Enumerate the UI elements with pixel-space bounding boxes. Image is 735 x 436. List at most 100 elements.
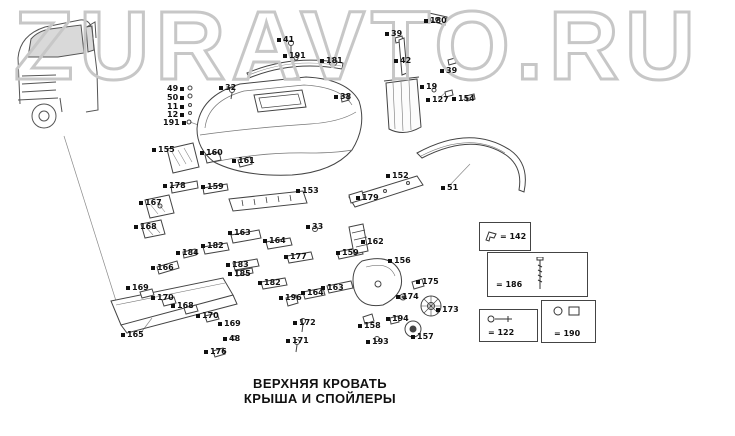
rivet-icon [487, 315, 512, 323]
part-number: 180 [430, 16, 447, 25]
part-number: 162 [367, 237, 384, 246]
part-label-41[interactable]: 41 [277, 36, 294, 44]
part-label-160[interactable]: 160 [200, 149, 223, 157]
part-label-156[interactable]: 156 [388, 257, 411, 265]
diagram-caption: ВЕРХНЯЯ КРОВАТЬ КРЫША И СПОЙЛЕРЫ [195, 376, 445, 406]
part-label-178[interactable]: 178 [163, 182, 186, 190]
front-trim-strip [246, 59, 344, 79]
part-label-51[interactable]: 51 [441, 184, 458, 192]
part-label-180[interactable]: 180 [424, 17, 447, 25]
part-label-49[interactable]: 49 [167, 84, 185, 93]
part-number: 191 [163, 118, 180, 127]
part-marker-square [358, 324, 362, 328]
part-label-181[interactable]: 181 [320, 57, 343, 65]
part-label-173[interactable]: 173 [436, 306, 459, 314]
part-number: 161 [238, 156, 255, 165]
part-label-159[interactable]: 159 [201, 183, 224, 191]
part-label-42[interactable]: 42 [394, 57, 411, 65]
part-label-172[interactable]: 172 [293, 319, 316, 327]
part-label-184[interactable]: 184 [176, 249, 199, 257]
part-marker-square [201, 244, 205, 248]
part-label-39[interactable]: 39 [440, 67, 457, 75]
part-marker-square [151, 296, 155, 300]
part-label-175[interactable]: 175 [416, 278, 439, 286]
part-label-154[interactable]: 154 [452, 95, 475, 103]
part-label-169[interactable]: 169 [126, 284, 149, 292]
part-label-163[interactable]: 163 [321, 284, 344, 292]
part-marker-square [180, 113, 185, 117]
part-label-183[interactable]: 183 [226, 261, 249, 269]
part-marker-square [385, 32, 389, 36]
part-label-127[interactable]: 127 [426, 96, 449, 104]
part-label-163[interactable]: 163 [228, 229, 251, 237]
part-label-185[interactable]: 185 [228, 270, 251, 278]
part-label-19[interactable]: 19 [420, 83, 437, 91]
part-number: 32 [225, 83, 237, 92]
part-marker-square [180, 96, 185, 100]
part-number: 175 [422, 277, 439, 286]
part-label-48[interactable]: 48 [223, 335, 240, 343]
part-label-177[interactable]: 177 [284, 253, 307, 261]
legend-box-186: = 186 [487, 252, 588, 297]
part-label-164[interactable]: 164 [263, 237, 286, 245]
part-label-33[interactable]: 33 [306, 223, 323, 231]
part-marker-square [366, 340, 370, 344]
part-number: 156 [394, 256, 411, 265]
part-label-165[interactable]: 165 [121, 331, 144, 339]
part-marker-square [321, 286, 325, 290]
part-number: 168 [177, 301, 194, 310]
part-label-152[interactable]: 152 [386, 172, 409, 180]
part-label-153[interactable]: 153 [296, 187, 319, 195]
part-label-191[interactable]: 191 [163, 119, 186, 127]
part-label-174[interactable]: 174 [396, 293, 419, 301]
part-label-176[interactable]: 176 [204, 348, 227, 356]
part-label-161[interactable]: 161 [232, 157, 255, 165]
part-marker-square [306, 225, 310, 229]
caption-line-2: КРЫША И СПОЙЛЕРЫ [243, 391, 397, 406]
part-label-193[interactable]: 193 [366, 338, 389, 346]
part-label-11[interactable]: 11 [167, 103, 185, 111]
part-label-50[interactable]: 50 [167, 94, 185, 102]
part-label-155[interactable]: 155 [152, 146, 175, 154]
part-label-164[interactable]: 164 [301, 289, 324, 297]
part-label-168[interactable]: 168 [171, 302, 194, 310]
part-number: 163 [234, 228, 251, 237]
part-label-158[interactable]: 158 [358, 322, 381, 330]
part-label-167[interactable]: 167 [139, 199, 162, 207]
part-marker-square [180, 87, 185, 91]
part-marker-square [200, 151, 204, 155]
part-label-170[interactable]: 170 [196, 312, 219, 320]
part-label-168[interactable]: 168 [134, 223, 157, 231]
part-label-39[interactable]: 39 [385, 30, 402, 38]
part-label-159[interactable]: 159 [336, 249, 359, 257]
part-label-157[interactable]: 157 [411, 333, 434, 341]
part-marker-square [223, 337, 227, 341]
part-number: 178 [169, 181, 186, 190]
part-marker-square [356, 196, 360, 200]
part-label-32[interactable]: 32 [219, 84, 236, 92]
part-marker-square [436, 308, 440, 312]
part-number: 170 [202, 311, 219, 320]
part-label-170[interactable]: 170 [151, 294, 174, 302]
part-label-162[interactable]: 162 [361, 238, 384, 246]
part-marker-square [277, 38, 281, 42]
part-number: 171 [292, 336, 309, 345]
part-label-169[interactable]: 169 [218, 320, 241, 328]
leader-lines [63, 92, 473, 335]
part-label-12[interactable]: 12 [167, 111, 185, 119]
part-label-194[interactable]: 194 [386, 315, 409, 323]
part-marker-square [441, 186, 445, 190]
part-label-182[interactable]: 182 [201, 242, 224, 250]
part-label-191[interactable]: 191 [283, 52, 306, 60]
part-label-38[interactable]: 38 [334, 93, 351, 101]
part-label-196[interactable]: 196 [279, 294, 302, 302]
part-label-171[interactable]: 171 [286, 337, 309, 345]
part-label-179[interactable]: 179 [356, 194, 379, 202]
part-number: 49 [167, 84, 179, 93]
part-label-182[interactable]: 182 [258, 279, 281, 287]
part-label-166[interactable]: 166 [151, 264, 174, 272]
part-number: 153 [302, 186, 319, 195]
part-marker-square [296, 189, 300, 193]
part-marker-square [134, 225, 138, 229]
part-marker-square [263, 239, 267, 243]
